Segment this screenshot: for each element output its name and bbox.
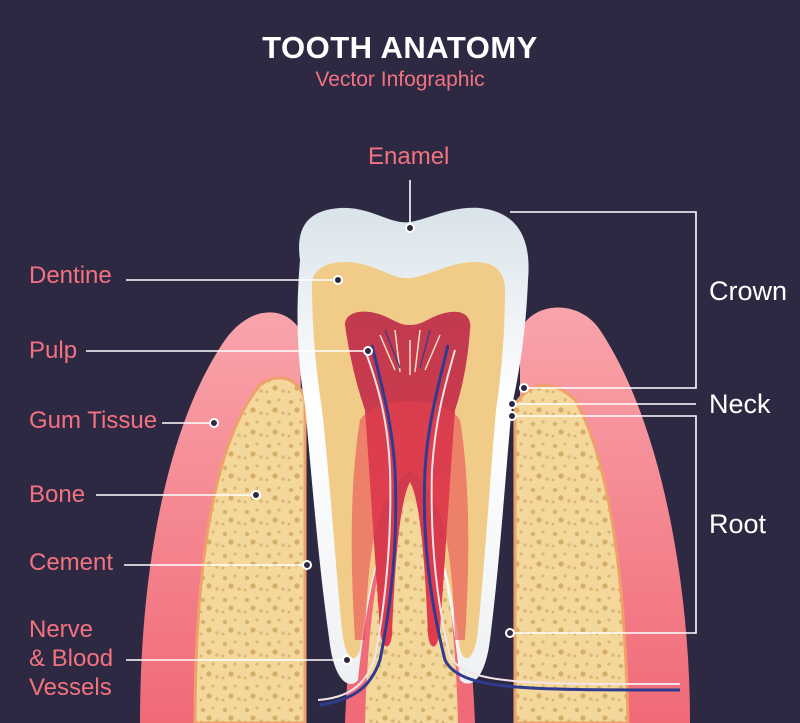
label-nerve-line2: & Blood [29,645,114,672]
label-gum-tissue: Gum Tissue [29,407,158,434]
label-root: Root [709,509,767,539]
label-nerve-line3: Vessels [29,674,112,701]
label-cement: Cement [29,549,114,576]
page-subtitle: Vector Infographic [315,68,485,91]
tooth [297,207,681,707]
label-crown: Crown [709,276,788,306]
leader-dots [209,223,529,665]
leader-lines [86,180,697,661]
label-dentine: Dentine [29,262,112,289]
label-pulp: Pulp [29,337,78,364]
label-enamel: Enamel [368,143,450,170]
label-bone: Bone [29,481,86,508]
label-neck: Neck [709,389,771,419]
page-title: TOOTH ANATOMY [262,30,538,65]
label-nerve-line1: Nerve [29,616,94,643]
